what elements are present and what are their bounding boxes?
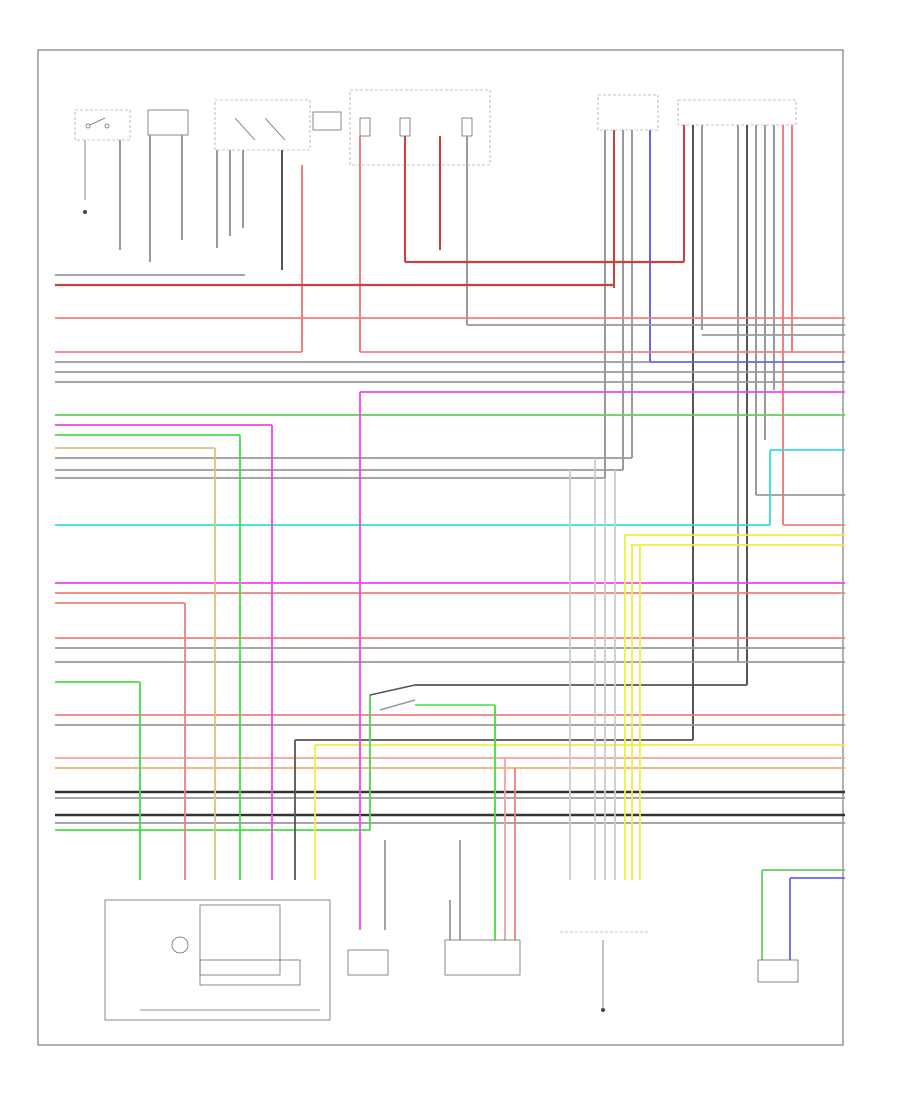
audio-unit: [347, 949, 389, 976]
fuse-block: [349, 89, 491, 166]
left-combination-switch: [147, 99, 342, 151]
front-connector-group: [444, 939, 521, 976]
switch-contacts: [369, 684, 495, 711]
ground-symbol: [601, 1008, 605, 1012]
top-vertical-wires: [119, 125, 793, 740]
chassis-control-unit: [104, 899, 331, 1021]
left-marker-connector: [560, 931, 650, 1012]
lower-vertical-wires: [139, 392, 845, 960]
body-ecu: [757, 959, 799, 983]
accessory-switch: [74, 109, 131, 214]
ground-symbol: [83, 210, 87, 214]
front-sensor-connector: [677, 99, 797, 126]
diagram-frame: [37, 49, 844, 1046]
left-sensor-connector: [597, 94, 659, 131]
horizontal-wires: [55, 260, 845, 831]
